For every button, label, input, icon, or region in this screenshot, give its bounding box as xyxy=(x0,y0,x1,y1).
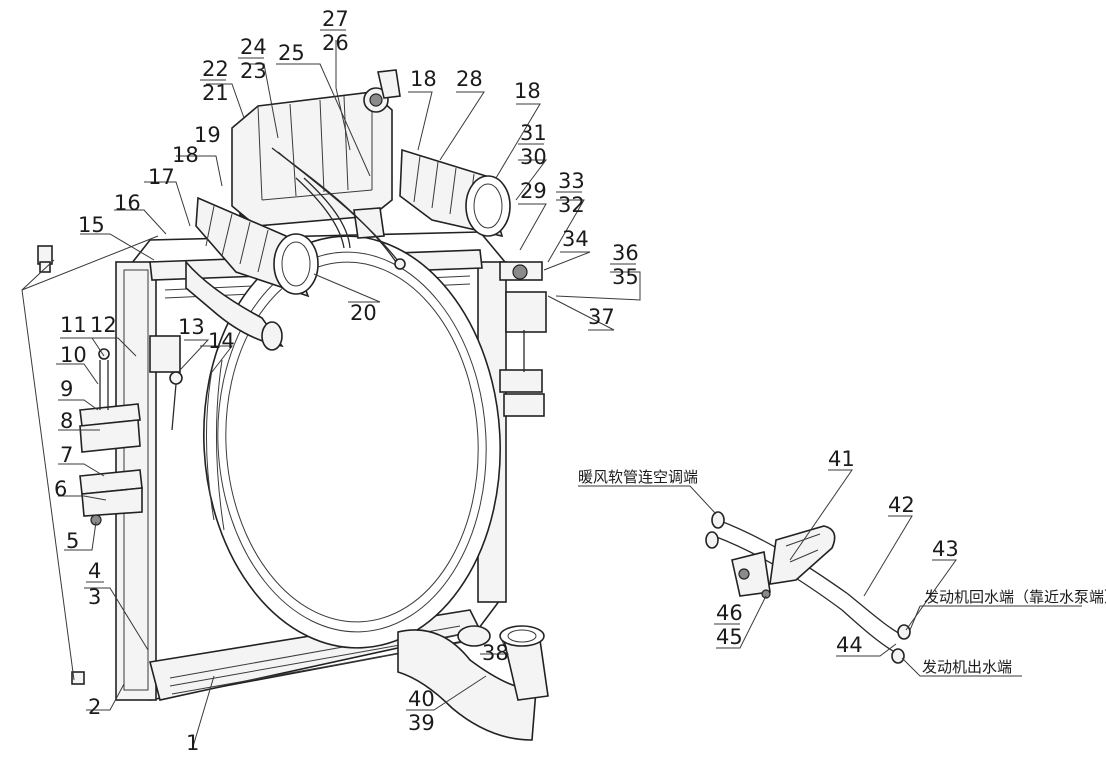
expansion-tank xyxy=(231,69,401,250)
heater-hose-assembly xyxy=(705,511,911,664)
label-36: 36 xyxy=(612,241,639,265)
label-43: 43 xyxy=(932,537,959,561)
label-3: 3 xyxy=(88,585,101,609)
label-2: 2 xyxy=(88,695,101,719)
right-mount-bracket xyxy=(499,261,547,417)
left-mount-bracket xyxy=(79,335,183,526)
label-44: 44 xyxy=(836,633,863,657)
label-18-right: 18 xyxy=(514,79,541,103)
label-8: 8 xyxy=(60,409,73,433)
label-34: 34 xyxy=(562,227,589,251)
label-31: 31 xyxy=(520,121,547,145)
label-42: 42 xyxy=(888,493,915,517)
label-24: 24 xyxy=(240,35,267,59)
left-intercooler-hose xyxy=(185,196,319,351)
label-4: 4 xyxy=(88,559,101,583)
label-19: 19 xyxy=(194,123,221,147)
label-13: 13 xyxy=(178,315,205,339)
label-11: 11 xyxy=(60,313,87,337)
label-20: 20 xyxy=(350,301,377,325)
captions: 暖风软管连空调端 发动机回水端（靠近水泵端） 发动机出水端 xyxy=(578,468,1106,676)
label-45: 45 xyxy=(716,625,743,649)
label-12: 12 xyxy=(90,313,117,337)
label-46: 46 xyxy=(716,601,743,625)
label-41: 41 xyxy=(828,447,855,471)
label-30: 30 xyxy=(520,145,547,169)
label-26: 26 xyxy=(322,31,349,55)
label-22: 22 xyxy=(202,57,229,81)
leader-lines xyxy=(21,40,1082,751)
label-15: 15 xyxy=(78,213,105,237)
label-17: 17 xyxy=(148,165,175,189)
label-39: 39 xyxy=(408,711,435,735)
label-40: 40 xyxy=(408,687,435,711)
label-23: 23 xyxy=(240,59,267,83)
label-6: 6 xyxy=(54,477,67,501)
lower-radiator-hose xyxy=(397,625,549,741)
label-16: 16 xyxy=(114,191,141,215)
label-25: 25 xyxy=(278,41,305,65)
small-loose-parts xyxy=(37,245,85,685)
label-35: 35 xyxy=(612,265,639,289)
label-5: 5 xyxy=(66,529,79,553)
label-18-top: 18 xyxy=(410,67,437,91)
label-1: 1 xyxy=(186,731,199,755)
label-14: 14 xyxy=(208,329,235,353)
label-38: 38 xyxy=(482,641,509,665)
label-9: 9 xyxy=(60,377,73,401)
caption-engine-return: 发动机回水端（靠近水泵端） xyxy=(924,588,1106,606)
label-10: 10 xyxy=(60,343,87,367)
right-intercooler-hose xyxy=(399,148,511,238)
caption-heater-hose: 暖风软管连空调端 xyxy=(578,468,698,486)
label-21: 21 xyxy=(202,81,229,105)
label-28: 28 xyxy=(456,67,483,91)
label-32: 32 xyxy=(558,193,585,217)
label-33: 33 xyxy=(558,169,585,193)
part-number-labels: 27 26 24 23 25 22 21 18 28 18 31 30 29 3… xyxy=(54,7,959,755)
label-18-left: 18 xyxy=(172,143,199,167)
caption-engine-outlet: 发动机出水端 xyxy=(922,658,1012,676)
label-37: 37 xyxy=(588,305,615,329)
label-29: 29 xyxy=(520,179,547,203)
label-7: 7 xyxy=(60,443,73,467)
label-27: 27 xyxy=(322,7,349,31)
